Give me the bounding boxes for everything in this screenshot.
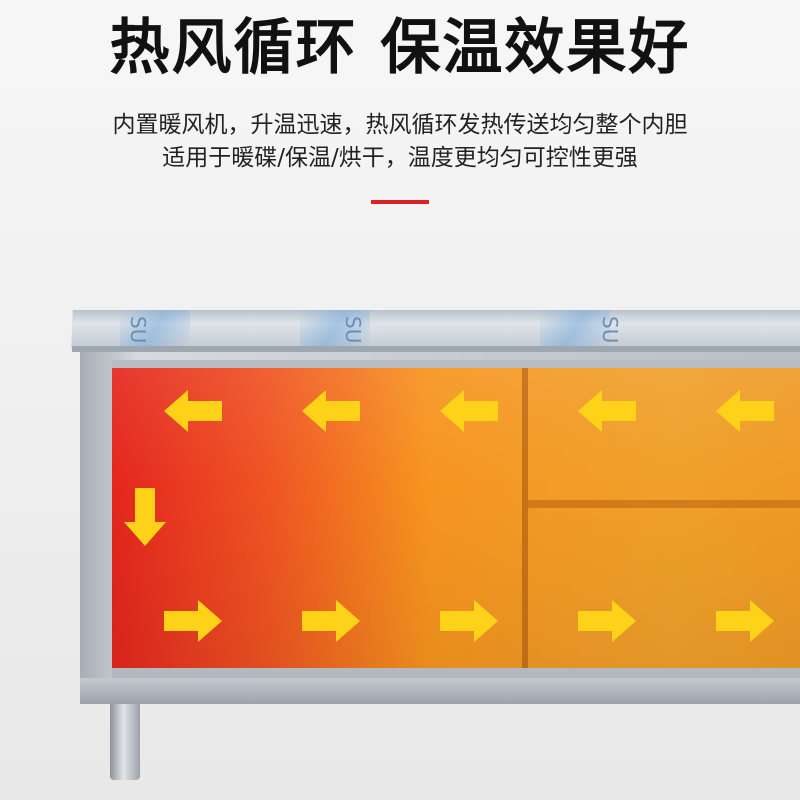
door-rail-bottom [112, 668, 800, 678]
cabinet-leg [110, 704, 140, 780]
arrow-left-icon [578, 390, 636, 432]
arrow-down-icon [124, 488, 166, 546]
arrow-left-icon [440, 390, 498, 432]
headline: 热风循环 保温效果好 [109, 13, 691, 83]
arrow-left-icon [164, 390, 222, 432]
subline-2: 适用于暖碟/保温/烘干，温度更均匀可控性更强 [162, 145, 638, 171]
accent-divider [371, 200, 429, 204]
film-label: SU [598, 316, 622, 344]
arrow-right-icon [164, 600, 222, 642]
arrow-right-icon [578, 600, 636, 642]
arrow-left-icon [716, 390, 774, 432]
door-rail-top [112, 360, 800, 368]
cabinet-base [80, 678, 800, 704]
arrow-right-icon [716, 600, 774, 642]
sliding-door-seam [522, 368, 528, 668]
film-label: SU [126, 316, 150, 344]
arrow-right-icon [302, 600, 360, 642]
protective-film [540, 310, 610, 348]
arrow-left-icon [302, 390, 360, 432]
interior-shelf [528, 500, 800, 508]
film-label: SU [341, 316, 365, 344]
protective-film [120, 310, 190, 348]
protective-film [300, 310, 370, 348]
subline-1: 内置暖风机，升温迅速，热风循环发热传送均匀整个内胆 [112, 112, 688, 138]
countertop-edge [72, 346, 800, 352]
arrow-right-icon [440, 600, 498, 642]
